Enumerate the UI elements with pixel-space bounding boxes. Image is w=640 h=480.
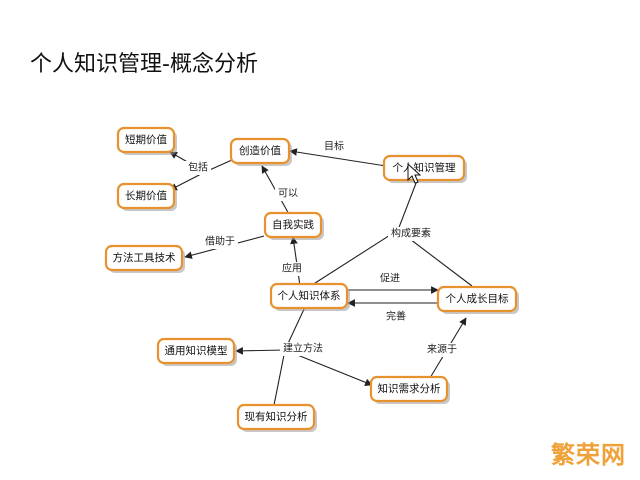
node-pkm[interactable]: 个人知识管理 [382,154,467,183]
edge-label-source: 来源于 [427,343,457,356]
svg-text:长期价值: 长期价值 [125,189,167,202]
edge-system-existing [273,349,286,406]
watermark-text: 繁荣网 [551,441,626,469]
svg-text:个人成长目标: 个人成长目标 [446,293,509,305]
svg-text:方法工具技术: 方法工具技术 [113,251,176,264]
svg-text:个人知识管理: 个人知识管理 [393,161,456,174]
node-long-term-value[interactable]: 长期价值 [116,182,177,211]
nodes: 短期价值 长期价值 创造价值 个人知识管理 自我实践 方法工具技术 [104,126,519,432]
svg-text:自我实践: 自我实践 [272,218,314,231]
edge-pkm-create-value [289,148,387,167]
slide-title: 个人知识管理-概念分析 [30,52,258,77]
edge-label-apply: 应用 [282,262,302,275]
mouse-cursor-icon [407,162,422,184]
svg-text:短期价值: 短期价值 [125,133,167,146]
edges [169,148,473,406]
node-general-model[interactable]: 通用知识模型 [156,337,237,366]
edge-label-improve: 完善 [386,310,406,323]
node-growth-goal[interactable]: 个人成长目标 [436,285,519,314]
node-self-practice[interactable]: 自我实践 [263,211,324,240]
node-methods-tools[interactable]: 方法工具技术 [104,244,185,273]
edge-label-build-method: 建立方法 [283,342,323,355]
node-create-value[interactable]: 创造价值 [229,137,292,166]
node-existing-analysis[interactable]: 现有知识分析 [236,403,317,432]
node-pk-system[interactable]: 个人知识体系 [269,282,350,311]
edge-label-goal: 目标 [324,141,344,153]
svg-text:知识需求分析: 知识需求分析 [378,382,441,395]
svg-text:个人知识体系: 个人知识体系 [278,289,341,302]
node-short-term-value[interactable]: 短期价值 [116,126,177,155]
edge-system-practice [290,236,301,287]
edge-label-can: 可以 [278,189,298,200]
edge-label-borrow: 借助于 [205,235,235,248]
edge-label-include: 包括 [188,161,208,174]
svg-text:创造价值: 创造价值 [239,144,281,157]
edge-label-promote: 促进 [380,272,400,285]
edge-labels: 目标 包括 可以 借助于 应用 构成要素 促进 完善 建立方法 来源于 [185,140,460,357]
edge-label-components: 构成要素 [391,227,431,240]
svg-text:通用知识模型: 通用知识模型 [165,344,228,357]
node-needs-analysis[interactable]: 知识需求分析 [369,375,450,404]
svg-text:现有知识分析: 现有知识分析 [245,410,308,423]
